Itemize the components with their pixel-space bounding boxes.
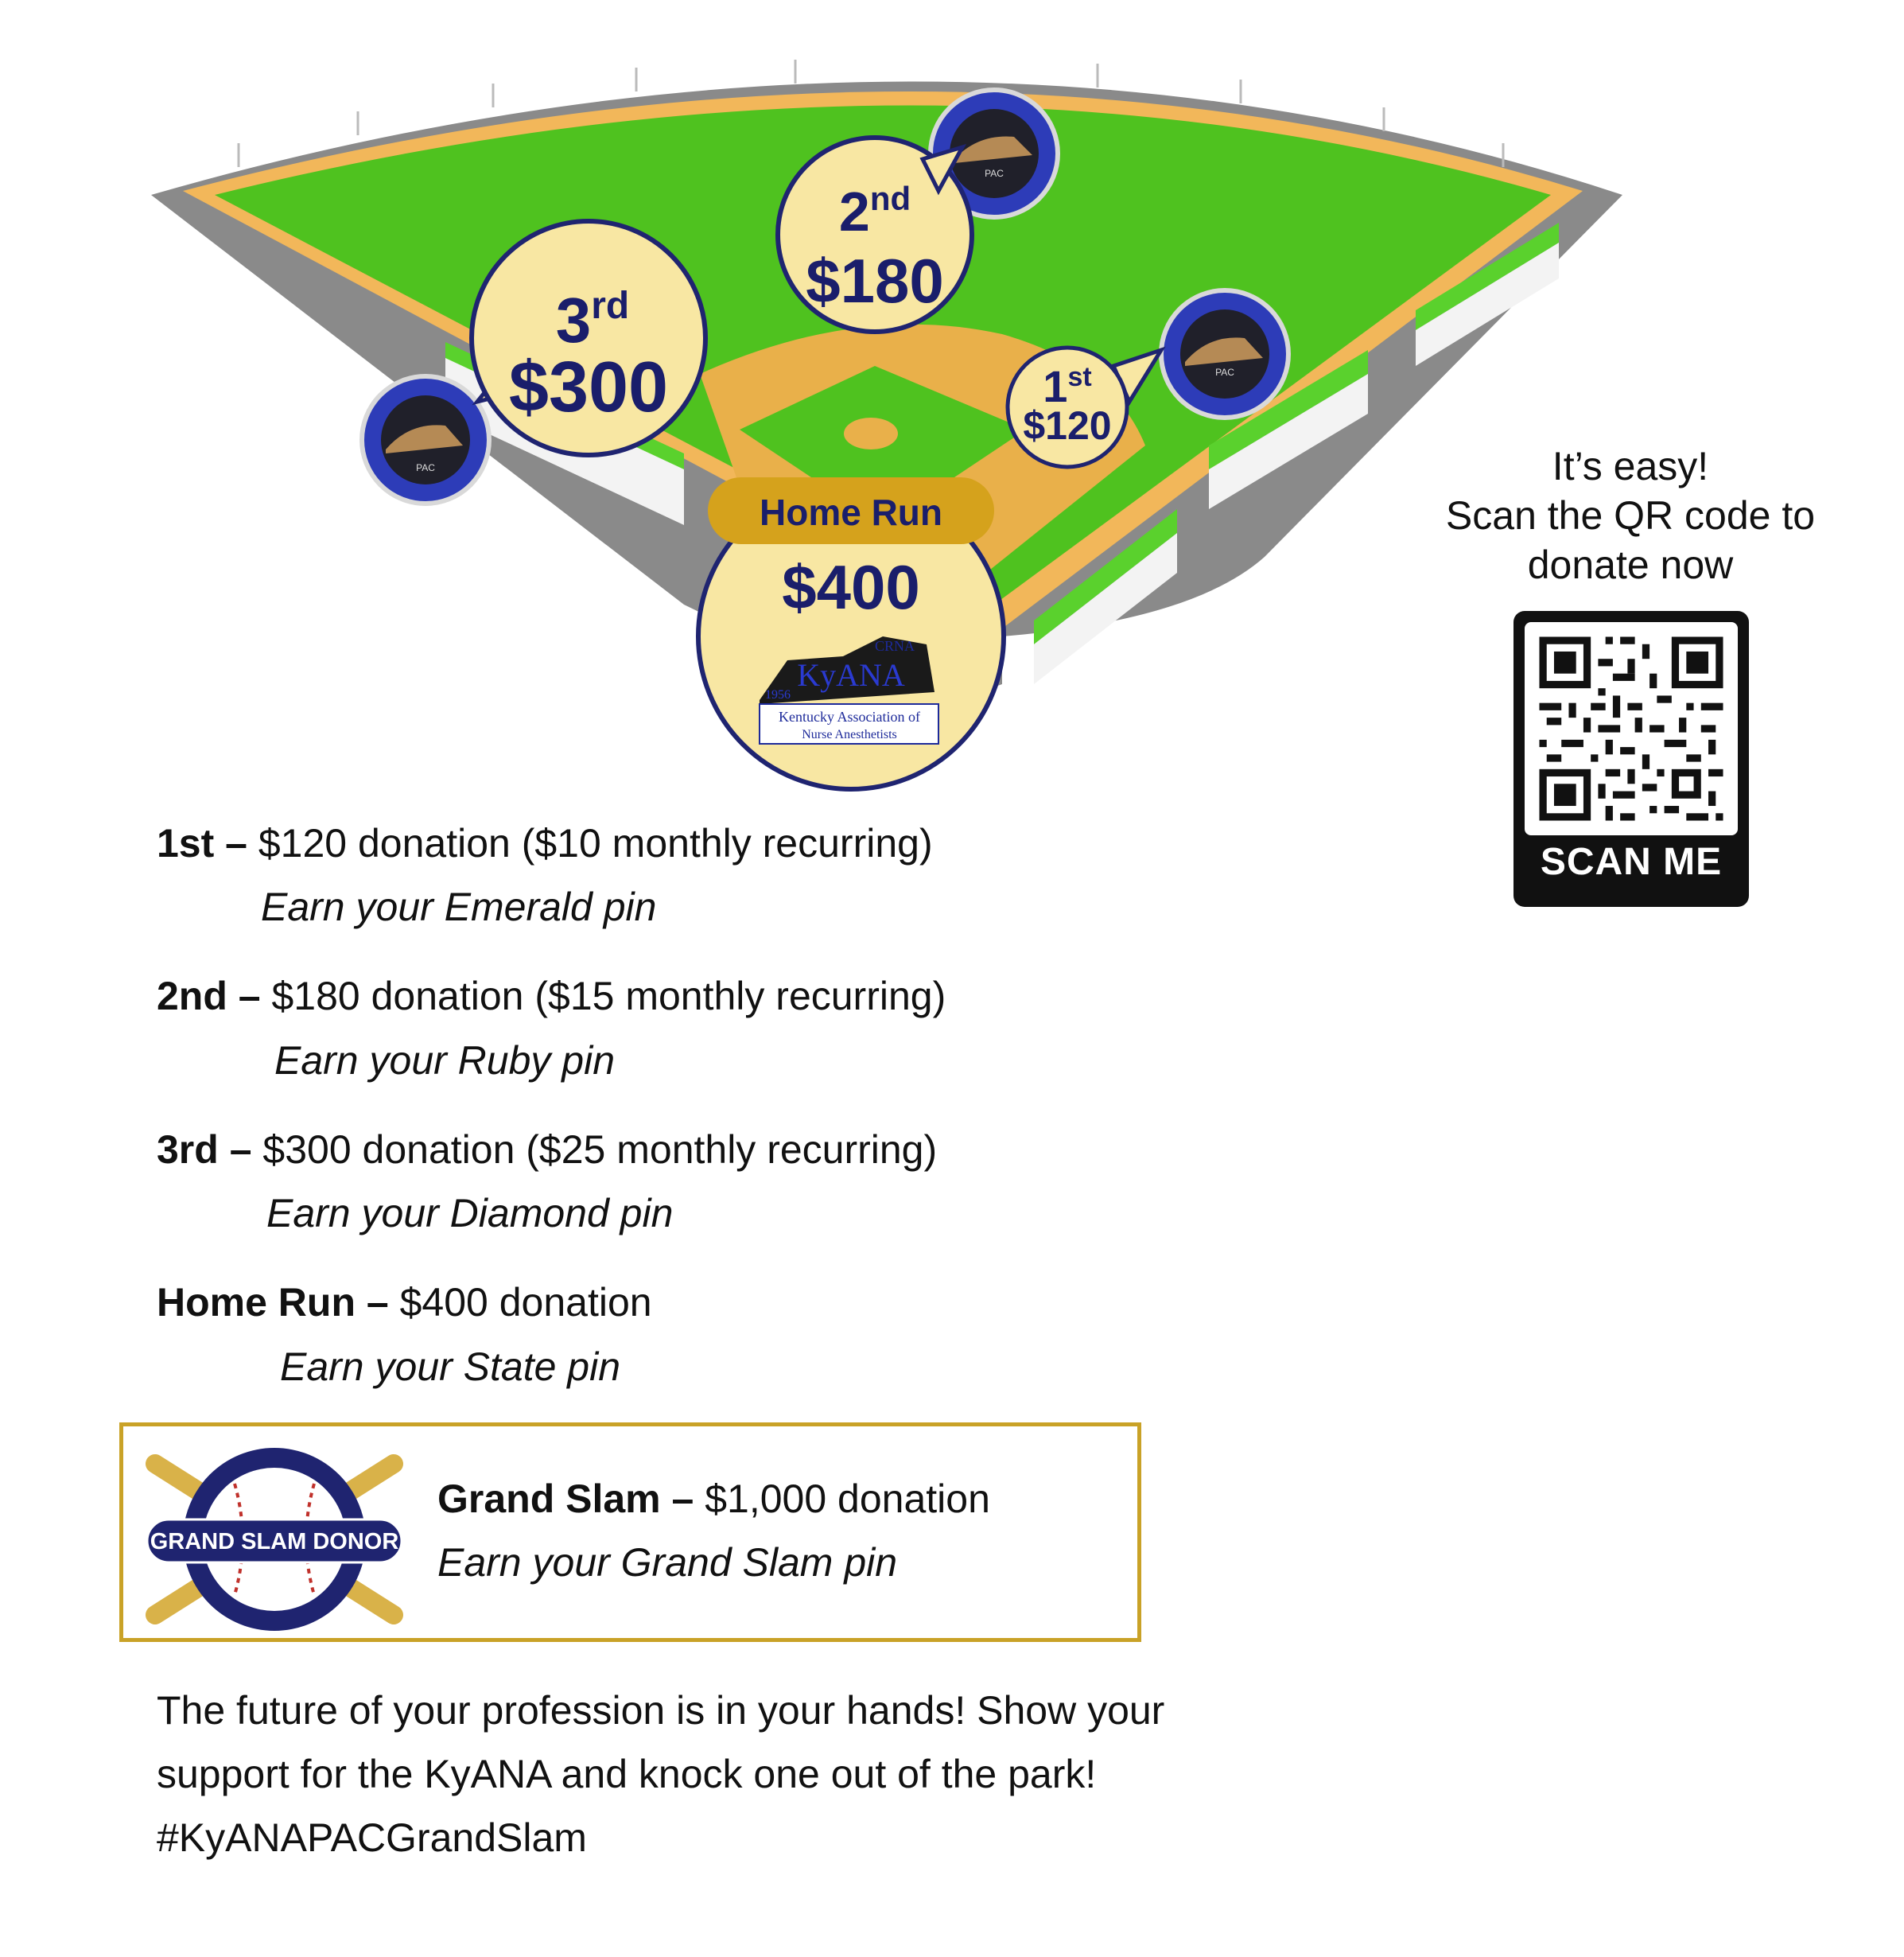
qr-code-icon bbox=[1539, 636, 1723, 821]
pitchers-mound bbox=[844, 418, 898, 449]
pin-third-amount: $300 bbox=[509, 348, 668, 427]
kyana-logo-line2: Nurse Anesthetists bbox=[802, 728, 897, 741]
baseball-field-graphic: PAC PAC PAC 3rd $300 2nd $180 1st $120 H… bbox=[151, 60, 1622, 792]
kyana-state-logo: CRNA KyANA 1956 Kentucky Association of … bbox=[759, 636, 939, 745]
tier-third: 3rd – $300 donation ($25 monthly recurri… bbox=[157, 1126, 937, 1173]
grand-slam-tier: Grand Slam – $1,000 donation bbox=[437, 1476, 990, 1522]
tier-third-earn: Earn your Diamond pin bbox=[266, 1191, 674, 1235]
pin-second-ordinal: 2 bbox=[839, 181, 870, 243]
tier-home-run-label: Home Run bbox=[157, 1280, 356, 1325]
pin-second-suffix: nd bbox=[870, 180, 911, 217]
svg-text:3rd: 3rd bbox=[556, 285, 630, 356]
qr-instructions-line-2: Scan the QR code to bbox=[1445, 493, 1816, 538]
qr-instructions-line-3: donate now bbox=[1527, 543, 1734, 587]
qr-code-frame[interactable]: SCAN ME bbox=[1513, 611, 1749, 907]
pac-seal-left: PAC bbox=[359, 374, 492, 506]
tier-home-run-dash: – bbox=[356, 1280, 400, 1325]
kyana-logo-year: 1956 bbox=[765, 688, 791, 702]
tier-first-dash: – bbox=[214, 821, 258, 866]
tier-home-run-earn: Earn your State pin bbox=[280, 1344, 621, 1389]
grand-slam-badge: GRAND SLAM DONOR bbox=[146, 1448, 403, 1631]
pin-third-ordinal: 3 bbox=[556, 285, 592, 356]
kyana-logo-crna: CRNA bbox=[875, 638, 915, 654]
pin-third: 3rd $300 bbox=[469, 219, 708, 457]
tier-second-dash: – bbox=[227, 974, 272, 1018]
tier-third-text: $300 donation ($25 monthly recurring) bbox=[262, 1127, 938, 1172]
tier-home-run-text: $400 donation bbox=[399, 1280, 652, 1325]
grand-slam-badge-text: GRAND SLAM DONOR bbox=[150, 1529, 399, 1554]
pin-home-run: Home Run $400 CRNA KyANA 1956 Kentucky A… bbox=[696, 477, 1006, 792]
pin-first-amount: $120 bbox=[1023, 403, 1111, 448]
pac-seal-right-text: PAC bbox=[1215, 367, 1234, 378]
pin-first-suffix: st bbox=[1067, 362, 1091, 392]
qr-code[interactable] bbox=[1525, 622, 1738, 835]
footer-line-1: The future of your profession is in your… bbox=[157, 1688, 1165, 1733]
pac-seal-right: PAC bbox=[1159, 288, 1291, 420]
footer-hashtag: #KyANAPACGrandSlam bbox=[157, 1815, 587, 1860]
pac-seal-top: PAC bbox=[928, 88, 1060, 220]
tier-second: 2nd – $180 donation ($15 monthly recurri… bbox=[157, 972, 946, 1020]
tier-third-dash: – bbox=[218, 1127, 263, 1172]
tier-home-run: Home Run – $400 donation bbox=[157, 1278, 652, 1326]
pin-home-run-label: Home Run bbox=[760, 492, 942, 533]
tier-second-text: $180 donation ($15 monthly recurring) bbox=[271, 974, 946, 1018]
tier-second-label: 2nd bbox=[157, 974, 227, 1018]
grand-slam-earn: Earn your Grand Slam pin bbox=[437, 1540, 898, 1585]
pin-first: 1st $120 bbox=[1005, 345, 1166, 469]
svg-text:2nd: 2nd bbox=[839, 180, 911, 243]
tier-third-label: 3rd bbox=[157, 1127, 219, 1172]
grand-slam-label: Grand Slam bbox=[437, 1477, 661, 1521]
grand-slam-text: $1,000 donation bbox=[705, 1477, 990, 1521]
tier-second-earn: Earn your Ruby pin bbox=[274, 1038, 616, 1083]
qr-instructions: It’s easy! Scan the QR code to donate no… bbox=[1400, 442, 1861, 589]
footer-message: The future of your profession is in your… bbox=[157, 1679, 1230, 1869]
tier-first: 1st – $120 donation ($10 monthly recurri… bbox=[157, 819, 933, 867]
svg-text:1st: 1st bbox=[1043, 361, 1091, 411]
tier-first-label: 1st bbox=[157, 821, 215, 866]
stands-right bbox=[1034, 223, 1559, 684]
pin-second-amount: $180 bbox=[806, 246, 944, 316]
footer-line-2: support for the KyANA and knock one out … bbox=[157, 1752, 1097, 1796]
tier-first-text: $120 donation ($10 monthly recurring) bbox=[258, 821, 933, 866]
kyana-logo-line1: Kentucky Association of bbox=[779, 709, 920, 725]
qr-instructions-line-1: It’s easy! bbox=[1552, 444, 1709, 488]
pin-first-ordinal: 1 bbox=[1043, 361, 1067, 411]
tier-first-earn: Earn your Emerald pin bbox=[261, 885, 657, 929]
grand-slam-dash: – bbox=[660, 1477, 705, 1521]
fence-posts bbox=[237, 60, 1505, 167]
pac-seal-top-text: PAC bbox=[985, 168, 1004, 179]
pac-seal-left-text: PAC bbox=[416, 462, 435, 473]
pin-second: 2nd $180 bbox=[775, 135, 974, 334]
grand-slam-box bbox=[119, 1422, 1141, 1642]
scan-me-label: SCAN ME bbox=[1540, 841, 1723, 883]
kyana-logo-name: KyANA bbox=[797, 657, 905, 693]
pin-third-suffix: rd bbox=[591, 285, 629, 327]
pin-home-run-amount: $400 bbox=[782, 552, 920, 622]
